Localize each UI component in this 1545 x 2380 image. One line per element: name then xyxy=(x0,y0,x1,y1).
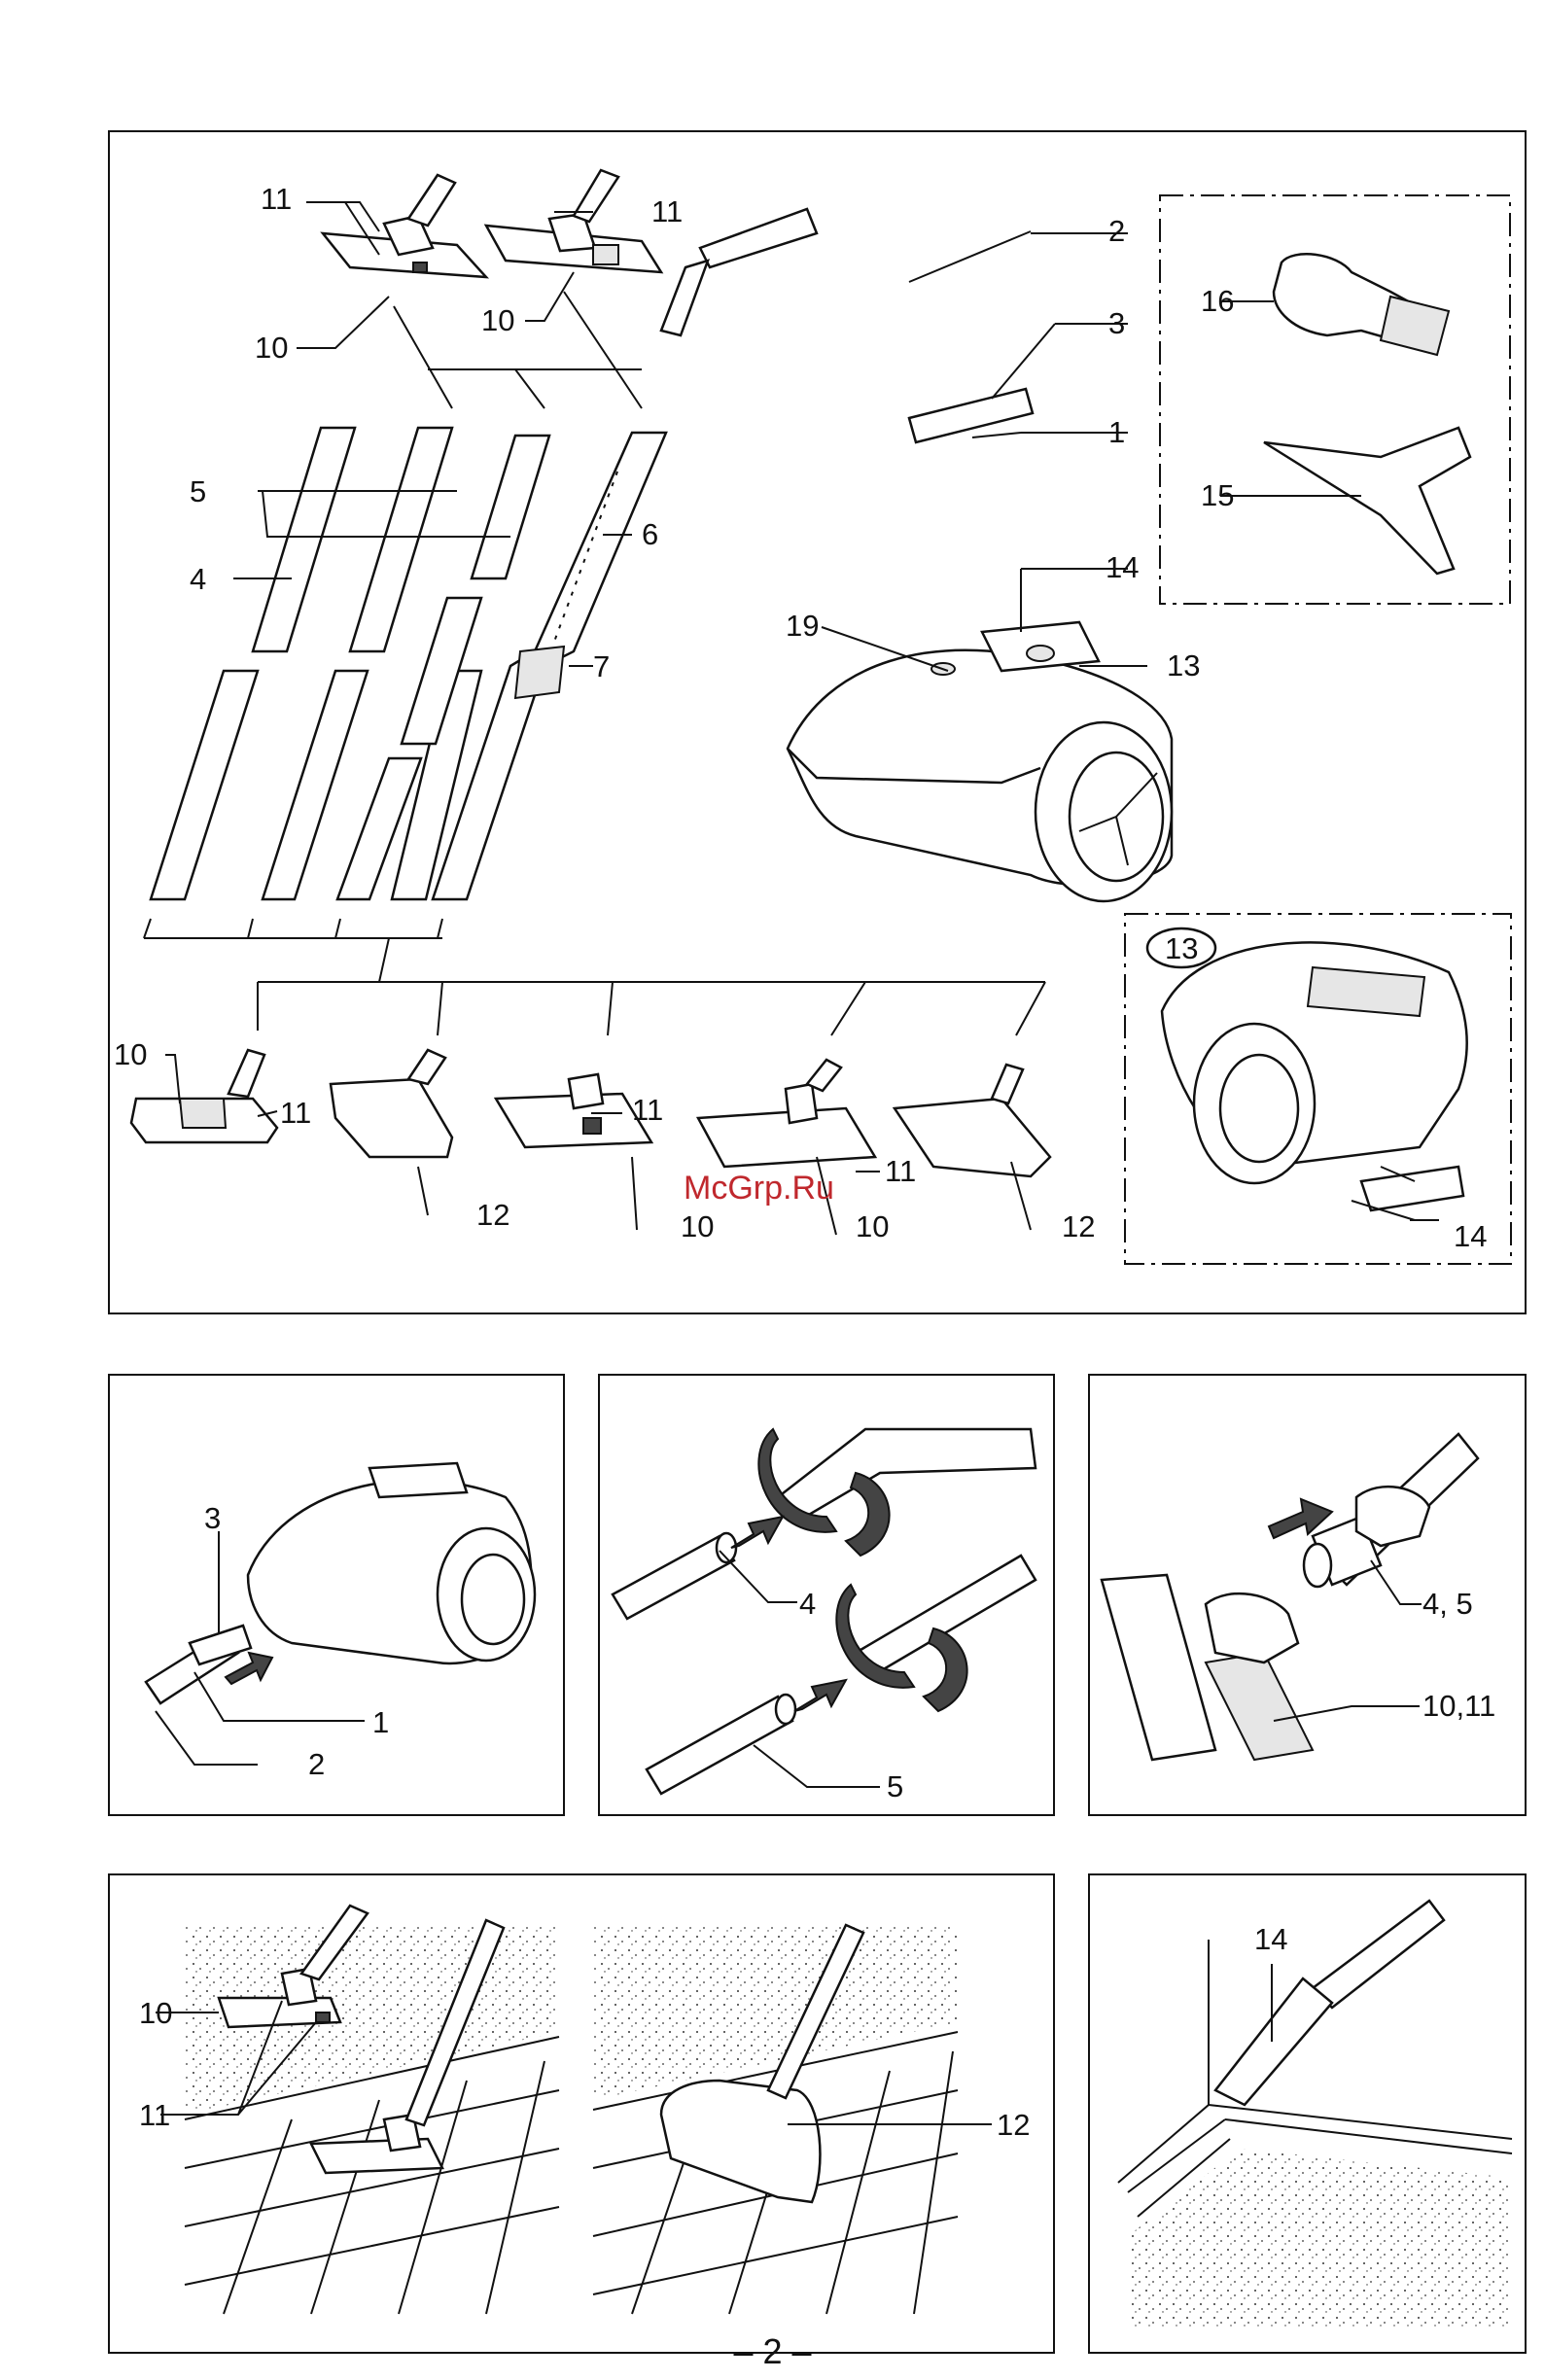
step-4-carpet-floor xyxy=(156,1906,559,2314)
label-12: 12 xyxy=(997,2108,1030,2142)
step-4-hard-floor xyxy=(593,1925,992,2314)
step-5-crevice-tool xyxy=(1118,1901,1512,2328)
label-10: 10 xyxy=(139,1996,172,2030)
label-14: 14 xyxy=(1254,1922,1287,1956)
page-number: – 2 – xyxy=(0,2331,1545,2372)
label-11: 11 xyxy=(139,2098,170,2132)
